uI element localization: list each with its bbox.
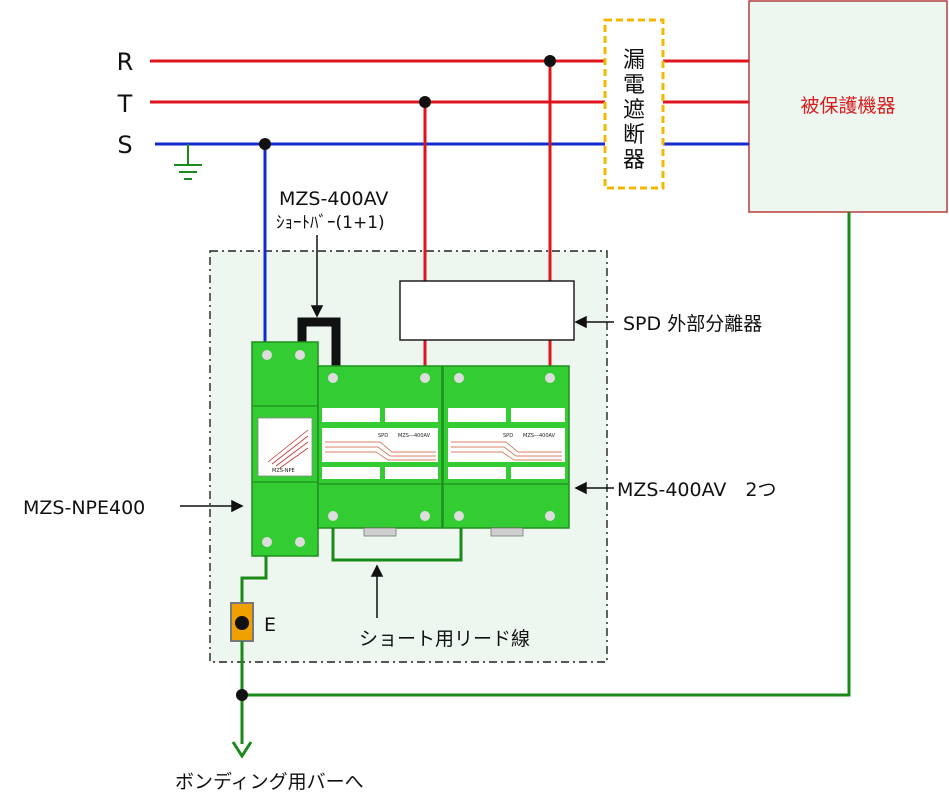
breaker-char-5: 器 xyxy=(623,148,645,173)
junction-s xyxy=(259,138,271,150)
spd-disconnector-label: SPD 外部分離器 xyxy=(623,313,762,335)
spd-units-label: MZS-400AV 2つ xyxy=(617,479,776,501)
phase-label-t: T xyxy=(117,90,133,118)
earth-leakage-breaker xyxy=(603,18,665,190)
short-bar-sub-label: ｼｮｰﾄﾊﾞｰ(1+1) xyxy=(276,213,385,233)
bonding-bar-label: ボンディング用バーへ xyxy=(175,771,364,793)
phase-label-r: R xyxy=(117,48,134,76)
earth-terminal-dot xyxy=(235,616,249,630)
breaker-char-2: 電 xyxy=(623,73,645,98)
short-lead-wire xyxy=(331,528,463,562)
npe-label: MZS-NPE400 xyxy=(23,497,145,519)
breaker-char-3: 遮 xyxy=(623,98,645,123)
spd-disconnector xyxy=(399,280,575,341)
npe-face-text: MZS-NPE xyxy=(272,468,295,474)
junction-t xyxy=(419,96,431,108)
protected-device-box xyxy=(748,0,948,213)
npe-module: MZS-NPE xyxy=(251,341,319,557)
breaker-char-4: 断 xyxy=(623,123,645,148)
ground-arrow-head xyxy=(231,741,253,759)
pointer-arrows xyxy=(180,235,614,618)
spd1-face-text: SPD MZS―400AV xyxy=(378,433,431,439)
protected-device-label: 被保護機器 xyxy=(800,95,895,117)
npe-ground-wire xyxy=(240,556,268,612)
device-ground-wire xyxy=(242,212,851,697)
short-lead-label: ショート用リード線 xyxy=(359,628,530,650)
ground-symbol xyxy=(174,144,202,180)
spd-module-2: SPD MZS―400AV xyxy=(442,365,570,537)
earth-label: E xyxy=(264,614,276,636)
junction-r xyxy=(544,55,556,67)
breaker-char-1: 漏 xyxy=(623,48,645,73)
spd-module-1: SPD MZS―400AV xyxy=(317,365,443,537)
ground-junction xyxy=(236,689,248,701)
spd2-face-text: SPD MZS―400AV xyxy=(503,433,556,439)
phase-label-s: S xyxy=(117,131,132,159)
short-bar-label: MZS-400AV xyxy=(279,188,388,210)
